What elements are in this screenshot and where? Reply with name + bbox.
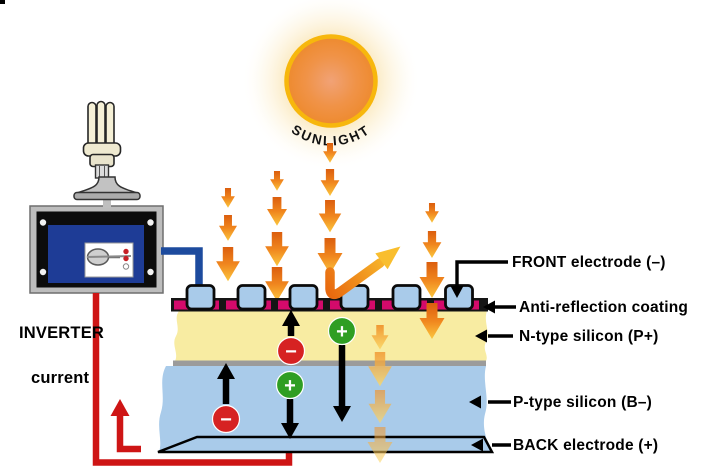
svg-text:−: −: [285, 341, 297, 363]
red-current-wire: [92, 293, 293, 466]
svg-text:−: −: [220, 409, 232, 431]
corner-mark: [0, 0, 5, 4]
p-type-silicon-layer: [159, 366, 491, 452]
svg-text:+: +: [336, 321, 348, 343]
sun-icon: [243, 0, 419, 169]
current-direction-arrow: [110, 399, 141, 453]
carrier-arrows: [217, 310, 351, 439]
anti-reflection-label: Anti-reflection coating: [519, 298, 689, 316]
hole-charge-icon: +: [275, 370, 305, 400]
reflected-ray-icon: [325, 246, 401, 300]
electron-charge-icon: −: [276, 336, 306, 366]
indicator-light-red-2: [123, 255, 129, 262]
hole-charge-icon: +: [327, 316, 357, 346]
cfl-bulb-icon: [73, 100, 141, 208]
pn-junction-line: [173, 360, 486, 367]
screw-icons: [39, 219, 154, 276]
label-pointers: [450, 260, 516, 452]
svg-text:+: +: [284, 375, 296, 397]
back-electrode-label: BACK electrode (+): [513, 437, 659, 454]
anti-reflection-coating-layer: [171, 298, 488, 312]
inverter-device: [29, 205, 164, 294]
inverter-label: INVERTER: [19, 324, 105, 342]
back-electrode-layer: [157, 435, 495, 454]
blue-wire: [161, 247, 203, 289]
indicator-light-red-1: [123, 248, 129, 255]
front-electrodes: [185, 284, 474, 311]
indicator-light-white: [122, 263, 130, 270]
front-electrode-label: FRONT electrode (–): [512, 253, 666, 271]
current-label: current: [31, 369, 90, 387]
electron-charge-icon: −: [211, 404, 241, 434]
p-type-silicon-label: P-type silicon (B–): [513, 393, 653, 411]
n-type-silicon-label: N-type silicon (P+): [519, 327, 659, 345]
